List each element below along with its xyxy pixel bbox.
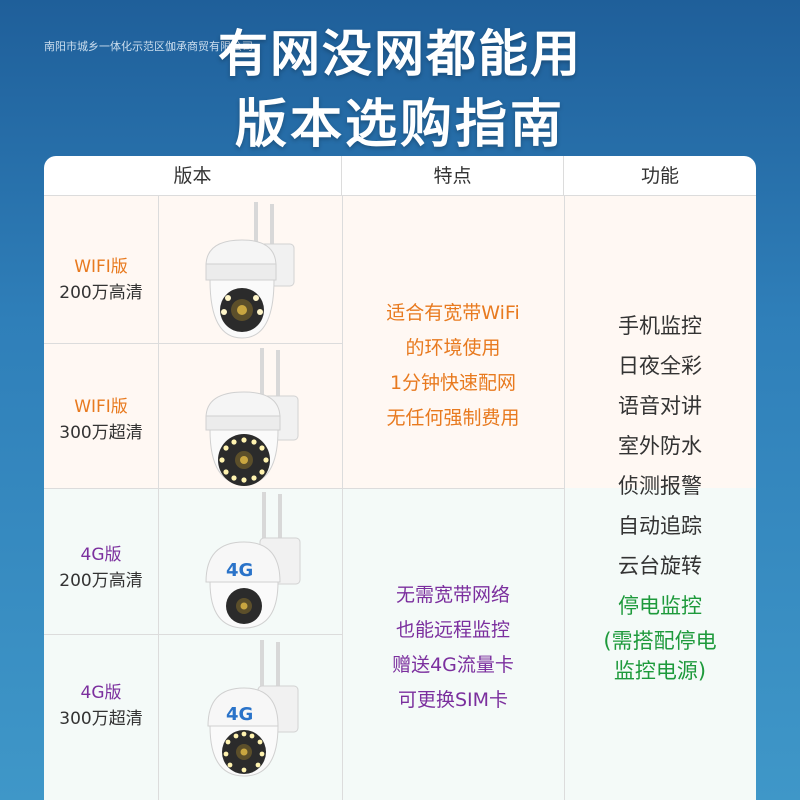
function-item: 自动追踪 [618, 514, 702, 538]
version-resolution-label: 200万高清 [59, 571, 143, 591]
table-row: WIFI版 200万高清 [44, 254, 158, 306]
function-item: 手机监控 [618, 314, 702, 338]
4g-badge: 4G [226, 704, 253, 725]
camera-product-image [205, 202, 295, 339]
feature-line: 也能远程监控 [395, 619, 510, 641]
version-type-label: 4G版 [80, 545, 122, 565]
wifi-features: 适合有宽带WiFi 的环境使用 1分钟快速配网 无任何强制费用 [342, 296, 564, 436]
feature-line: 无任何强制费用 [386, 407, 520, 429]
version-type-label: WIFI版 [74, 257, 128, 277]
4g-badge: 4G [226, 560, 253, 581]
divider [564, 196, 565, 800]
table-row: WIFI版 300万超清 [44, 394, 158, 446]
divider [44, 488, 564, 489]
headline-line-2: 版本选购指南 [234, 95, 565, 155]
version-resolution-label: 200万高清 [59, 283, 143, 303]
function-note: (需搭配停电 [603, 629, 717, 653]
camera-product-image: 4G [207, 640, 299, 777]
divider [44, 343, 342, 344]
version-resolution-label: 300万超清 [59, 709, 143, 729]
version-type-label: 4G版 [80, 683, 122, 703]
function-item: 室外防水 [618, 434, 702, 458]
table-row: 4G版 200万高清 [44, 542, 158, 594]
comparison-table: 版本 特点 功能 WIFI版 200万高清 WIFI版 300万超清 [44, 156, 756, 800]
version-resolution-label: 300万超清 [59, 423, 143, 443]
divider [44, 634, 342, 635]
header-features: 特点 [342, 156, 564, 196]
divider [342, 196, 343, 800]
feature-line: 1分钟快速配网 [389, 372, 517, 394]
store-watermark: 南阳市城乡一体化示范区伽承商贸有限公司 [44, 40, 253, 53]
divider [158, 196, 159, 800]
function-item: 语音对讲 [618, 394, 702, 418]
table-row: 4G版 300万超清 [44, 680, 158, 732]
header-version: 版本 [44, 156, 342, 196]
camera-product-image [205, 348, 299, 486]
function-list: 手机监控 日夜全彩 语音对讲 室外防水 侦测报警 自动追踪 云台旋转 停电监控 … [564, 306, 756, 686]
function-item-highlight: 停电监控 [618, 594, 702, 618]
wifi-section-background [44, 196, 756, 488]
feature-line: 可更换SIM卡 [397, 689, 509, 711]
feature-line: 适合有宽带WiFi [386, 302, 520, 324]
version-type-label: WIFI版 [74, 397, 128, 417]
4g-section-background [44, 488, 756, 800]
4g-features: 无需宽带网络 也能远程监控 赠送4G流量卡 可更换SIM卡 [342, 578, 564, 718]
camera-product-image: 4G [205, 492, 301, 629]
feature-line: 无需宽带网络 [395, 584, 510, 606]
function-item: 日夜全彩 [618, 354, 702, 378]
function-note: 监控电源) [613, 659, 707, 683]
function-item: 云台旋转 [618, 554, 702, 578]
headline-line-1: 有网没网都能用 [218, 25, 582, 83]
header-functions: 功能 [564, 156, 756, 196]
feature-line: 赠送4G流量卡 [392, 654, 514, 676]
function-item: 侦测报警 [618, 474, 702, 498]
feature-line: 的环境使用 [405, 337, 501, 359]
